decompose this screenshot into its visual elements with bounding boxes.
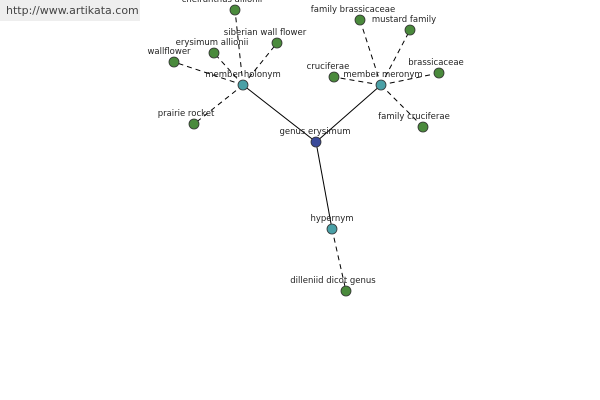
node-prairie-rocket[interactable] [188, 118, 200, 130]
graph-nodes [168, 4, 445, 297]
node-label-brassicaceae: brassicaceae [408, 58, 464, 68]
node-label-erysimum-allionii: erysimum allionii [176, 38, 249, 48]
edge-genus-erysimum-to-member-holonym [242, 84, 317, 143]
edge-member-holonym-to-prairie-rocket [193, 84, 244, 125]
node-family-cruciferae[interactable] [417, 121, 429, 133]
graph-labels: genus erysimum member holonym member meron… [147, 0, 463, 286]
node-brassicaceae[interactable] [433, 67, 445, 79]
node-label-siberian-wall-flower: siberian wall flower [224, 28, 307, 38]
source-link[interactable]: http://www.artikata.com [0, 0, 140, 21]
edge-genus-erysimum-to-member-meronym [315, 84, 382, 143]
node-label-hypernym: hypernym [310, 214, 353, 224]
node-family-brassicaceae[interactable] [354, 14, 366, 26]
node-genus-erysimum[interactable] [310, 136, 322, 148]
node-member-holonym[interactable] [237, 79, 249, 91]
node-erysimum-allionii[interactable] [208, 47, 220, 59]
edge-genus-erysimum-to-hypernym [315, 141, 333, 230]
node-member-meronym[interactable] [375, 79, 387, 91]
node-label-family-cruciferae: family cruciferae [378, 112, 450, 122]
node-label-cheiranthus-allionii: cheiranthus allionii [182, 0, 263, 5]
node-label-prairie-rocket: prairie rocket [158, 109, 215, 119]
graph-edges [173, 9, 440, 292]
node-hypernym[interactable] [326, 223, 338, 235]
node-label-cruciferae: cruciferae [307, 62, 350, 72]
node-label-member-holonym: member holonym [205, 70, 280, 80]
edge-member-holonym-to-siberian-wall-flower [242, 42, 278, 86]
edge-member-meronym-to-family-brassicaceae [359, 19, 382, 86]
edge-member-meronym-to-mustard-family [380, 29, 411, 86]
node-label-wallflower: wallflower [147, 47, 191, 57]
node-wallflower[interactable] [168, 56, 180, 68]
edge-member-holonym-to-erysimum-allionii [213, 52, 244, 86]
edge-hypernym-to-dilleniid-dicot-genus [331, 228, 347, 292]
node-cheiranthus-allionii[interactable] [229, 4, 241, 16]
edge-member-meronym-to-cruciferae [333, 76, 382, 86]
edge-member-holonym-to-cheiranthus-allionii [234, 9, 244, 86]
node-label-member-meronym: member meronym [343, 70, 422, 80]
edge-member-meronym-to-family-cruciferae [380, 84, 424, 128]
node-dilleniid-dicot-genus[interactable] [340, 285, 352, 297]
node-label-mustard-family: mustard family [372, 15, 436, 25]
node-label-genus-erysimum: genus erysimum [279, 127, 350, 137]
edge-member-holonym-to-wallflower [173, 61, 244, 86]
node-siberian-wall-flower[interactable] [271, 37, 283, 49]
node-cruciferae[interactable] [328, 71, 340, 83]
edge-member-meronym-to-brassicaceae [380, 72, 440, 86]
node-mustard-family[interactable] [404, 24, 416, 36]
node-label-family-brassicaceae: family brassicaceae [311, 5, 395, 15]
node-label-dilleniid-dicot-genus: dilleniid dicot genus [290, 276, 376, 286]
